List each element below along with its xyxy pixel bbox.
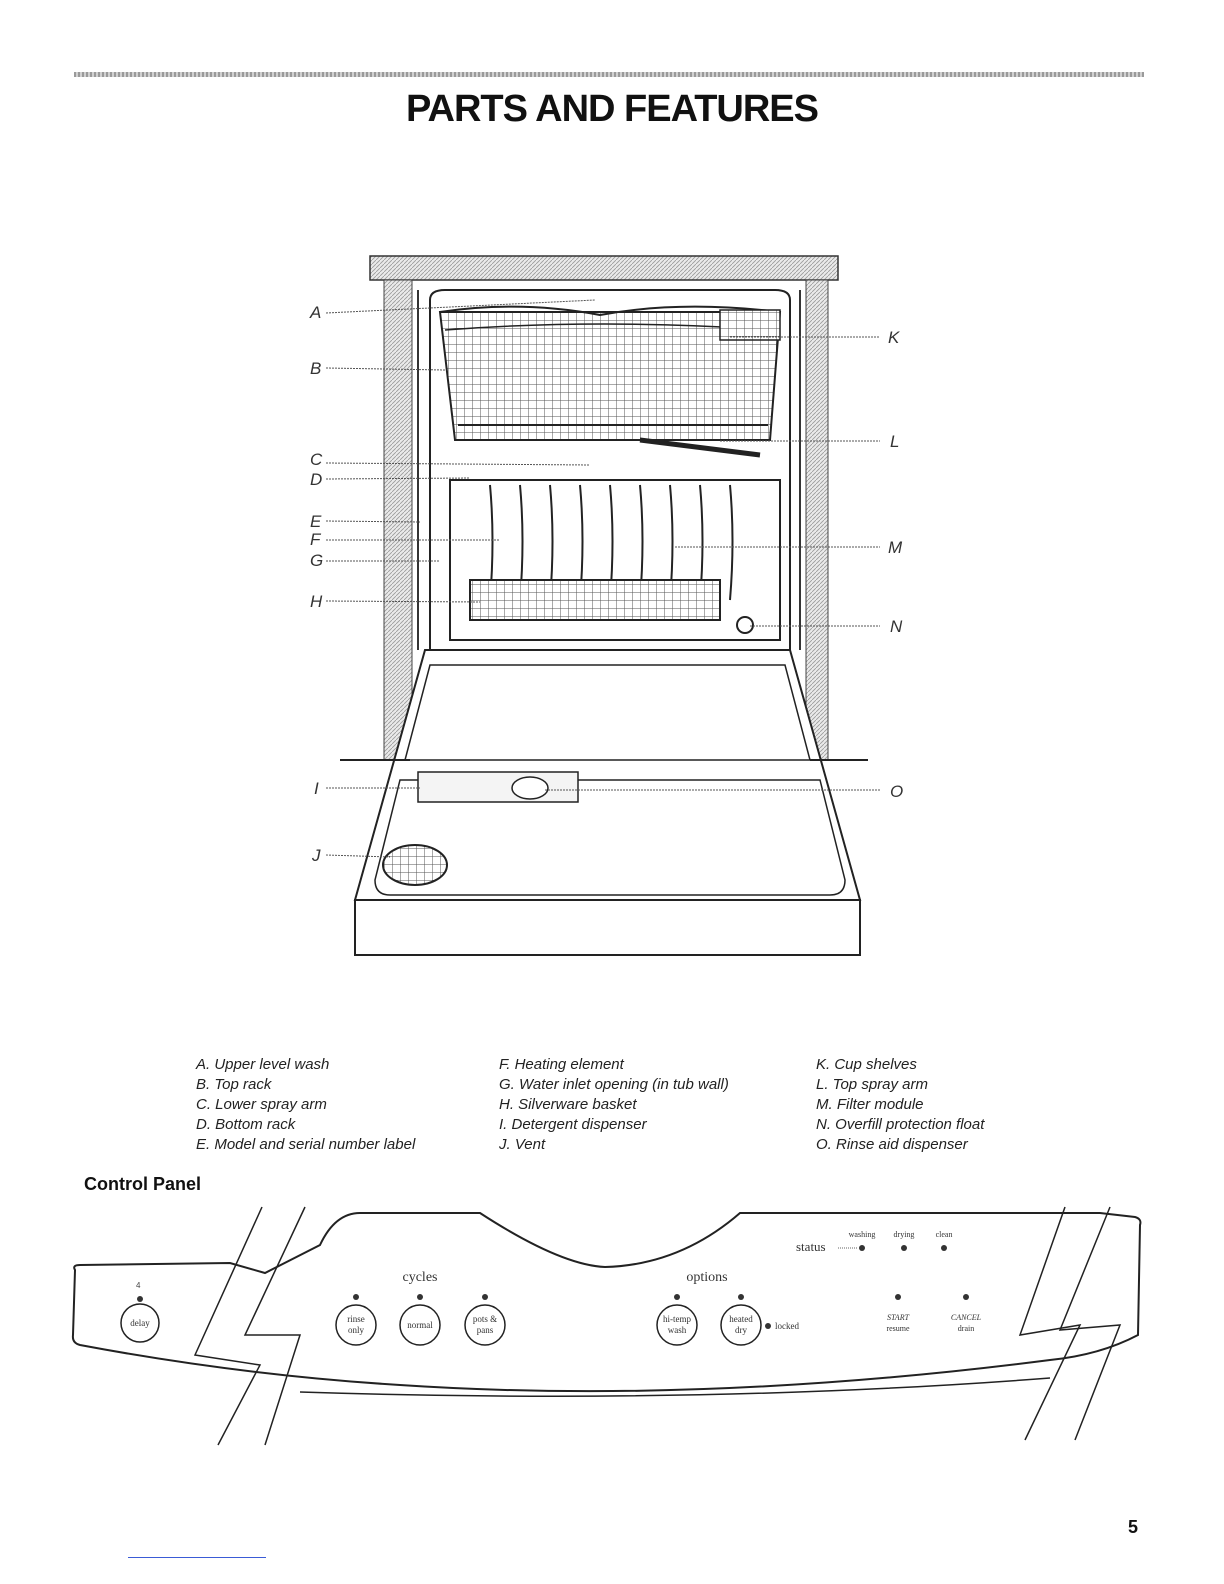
legend-column-3: K. Cup shelves L. Top spray arm M. Filte… [816, 1055, 984, 1155]
svg-text:START: START [887, 1313, 910, 1322]
svg-text:normal: normal [407, 1320, 433, 1330]
legend-item: C. Lower spray arm [196, 1096, 327, 1113]
dishwasher-illustration: A B C D E F G H I J K L M N O [309, 255, 903, 956]
normal-button[interactable]: normal [399, 1304, 441, 1346]
callout-l: L [890, 432, 899, 451]
legend-item: K. Cup shelves [816, 1056, 917, 1073]
rinse-led [353, 1294, 359, 1300]
status-clean-led [941, 1245, 947, 1251]
svg-text:CANCEL: CANCEL [951, 1313, 982, 1322]
rinse-aid-cap [511, 776, 549, 800]
svg-text:drain: drain [958, 1324, 974, 1333]
callout-d: D [310, 470, 322, 489]
page-number: 5 [1128, 1517, 1139, 1537]
status-washing-led [859, 1245, 865, 1251]
legend-item: F. Heating element [499, 1056, 624, 1073]
locked-label: locked [775, 1321, 799, 1331]
delay-hours-label: 4 [136, 1281, 141, 1290]
legend-column-1: A. Upper level wash B. Top rack C. Lower… [196, 1055, 415, 1155]
normal-led [417, 1294, 423, 1300]
start-led [895, 1294, 901, 1300]
legend-item: L. Top spray arm [816, 1076, 928, 1093]
status-drying-label: drying [894, 1230, 915, 1239]
svg-text:wash: wash [668, 1325, 687, 1335]
control-panel-heading: Control Panel [84, 1174, 202, 1194]
top-rule [74, 72, 1144, 77]
callout-lines [325, 299, 880, 858]
svg-text:only: only [348, 1325, 365, 1335]
svg-text:dry: dry [735, 1325, 747, 1335]
legend-item: I. Detergent dispenser [499, 1116, 647, 1133]
callout-o: O [890, 782, 903, 801]
legend-item: E. Model and serial number label [196, 1136, 416, 1153]
start-resume-button[interactable]: START resume [886, 1313, 910, 1333]
hitemp-led [674, 1294, 680, 1300]
callout-n: N [890, 617, 903, 636]
hi-temp-wash-button[interactable]: hi-temp wash [656, 1304, 698, 1346]
control-panel-illustration: 4 delay cycles rinse only normal pots & … [71, 1206, 1142, 1446]
heated-dry-button[interactable]: heated dry [720, 1304, 762, 1346]
footer-link-underline [128, 1557, 266, 1558]
vent [382, 844, 448, 886]
cup-shelves [719, 309, 781, 341]
svg-text:delay: delay [130, 1318, 150, 1328]
left-side-panel [383, 279, 413, 761]
legend-item: B. Top rack [196, 1076, 272, 1093]
panel-outline [71, 1212, 1142, 1393]
locked-led [765, 1323, 771, 1329]
callout-g: G [310, 551, 323, 570]
svg-text:resume: resume [886, 1324, 910, 1333]
cycles-label: cycles [403, 1270, 438, 1285]
callout-b: B [310, 359, 321, 378]
overfill-float [736, 616, 754, 634]
pots-pans-button[interactable]: pots & pans [464, 1304, 506, 1346]
callout-i: I [314, 779, 319, 798]
rinse-only-button[interactable]: rinse only [335, 1304, 377, 1346]
top-spray-arm [639, 437, 761, 458]
legend-item: O. Rinse aid dispenser [816, 1136, 968, 1153]
svg-text:heated: heated [729, 1314, 753, 1324]
right-side-panel [805, 279, 829, 761]
legend-item: N. Overfill protection float [816, 1116, 985, 1133]
countertop [369, 255, 839, 281]
silverware-basket [469, 579, 721, 621]
legend-item: D. Bottom rack [196, 1116, 296, 1133]
status-label: status [796, 1239, 826, 1254]
legend-item: J. Vent [499, 1136, 546, 1153]
heated-dry-led [738, 1294, 744, 1300]
callout-m: M [888, 538, 903, 557]
legend-item: H. Silverware basket [499, 1096, 637, 1113]
legend-column-2: F. Heating element G. Water inlet openin… [499, 1055, 729, 1155]
callout-a: A [309, 303, 321, 322]
status-clean-label: clean [936, 1230, 953, 1239]
status-washing-label: washing [849, 1230, 876, 1239]
callout-e: E [310, 512, 322, 531]
break-marks [193, 1206, 1122, 1446]
svg-text:hi-temp: hi-temp [663, 1314, 691, 1324]
delay-led [137, 1296, 143, 1302]
cancel-drain-button[interactable]: CANCEL drain [951, 1313, 982, 1333]
svg-text:pans: pans [477, 1325, 494, 1335]
legend-item: G. Water inlet opening (in tub wall) [499, 1076, 729, 1093]
svg-text:pots &: pots & [473, 1314, 497, 1324]
status-drying-led [901, 1245, 907, 1251]
options-label: options [686, 1270, 727, 1285]
cancel-led [963, 1294, 969, 1300]
page-title: PARTS AND FEATURES [406, 88, 819, 130]
delay-button[interactable]: delay [120, 1303, 160, 1343]
callout-h: H [310, 592, 323, 611]
pots-led [482, 1294, 488, 1300]
legend-item: A. Upper level wash [196, 1056, 330, 1073]
legend-item: M. Filter module [816, 1096, 924, 1113]
open-door [340, 649, 868, 956]
callout-f: F [310, 530, 322, 549]
detergent-dispenser [417, 771, 579, 803]
callout-k: K [888, 328, 900, 347]
callout-c: C [310, 450, 323, 469]
callout-j: J [311, 846, 321, 865]
svg-text:rinse: rinse [347, 1314, 365, 1324]
